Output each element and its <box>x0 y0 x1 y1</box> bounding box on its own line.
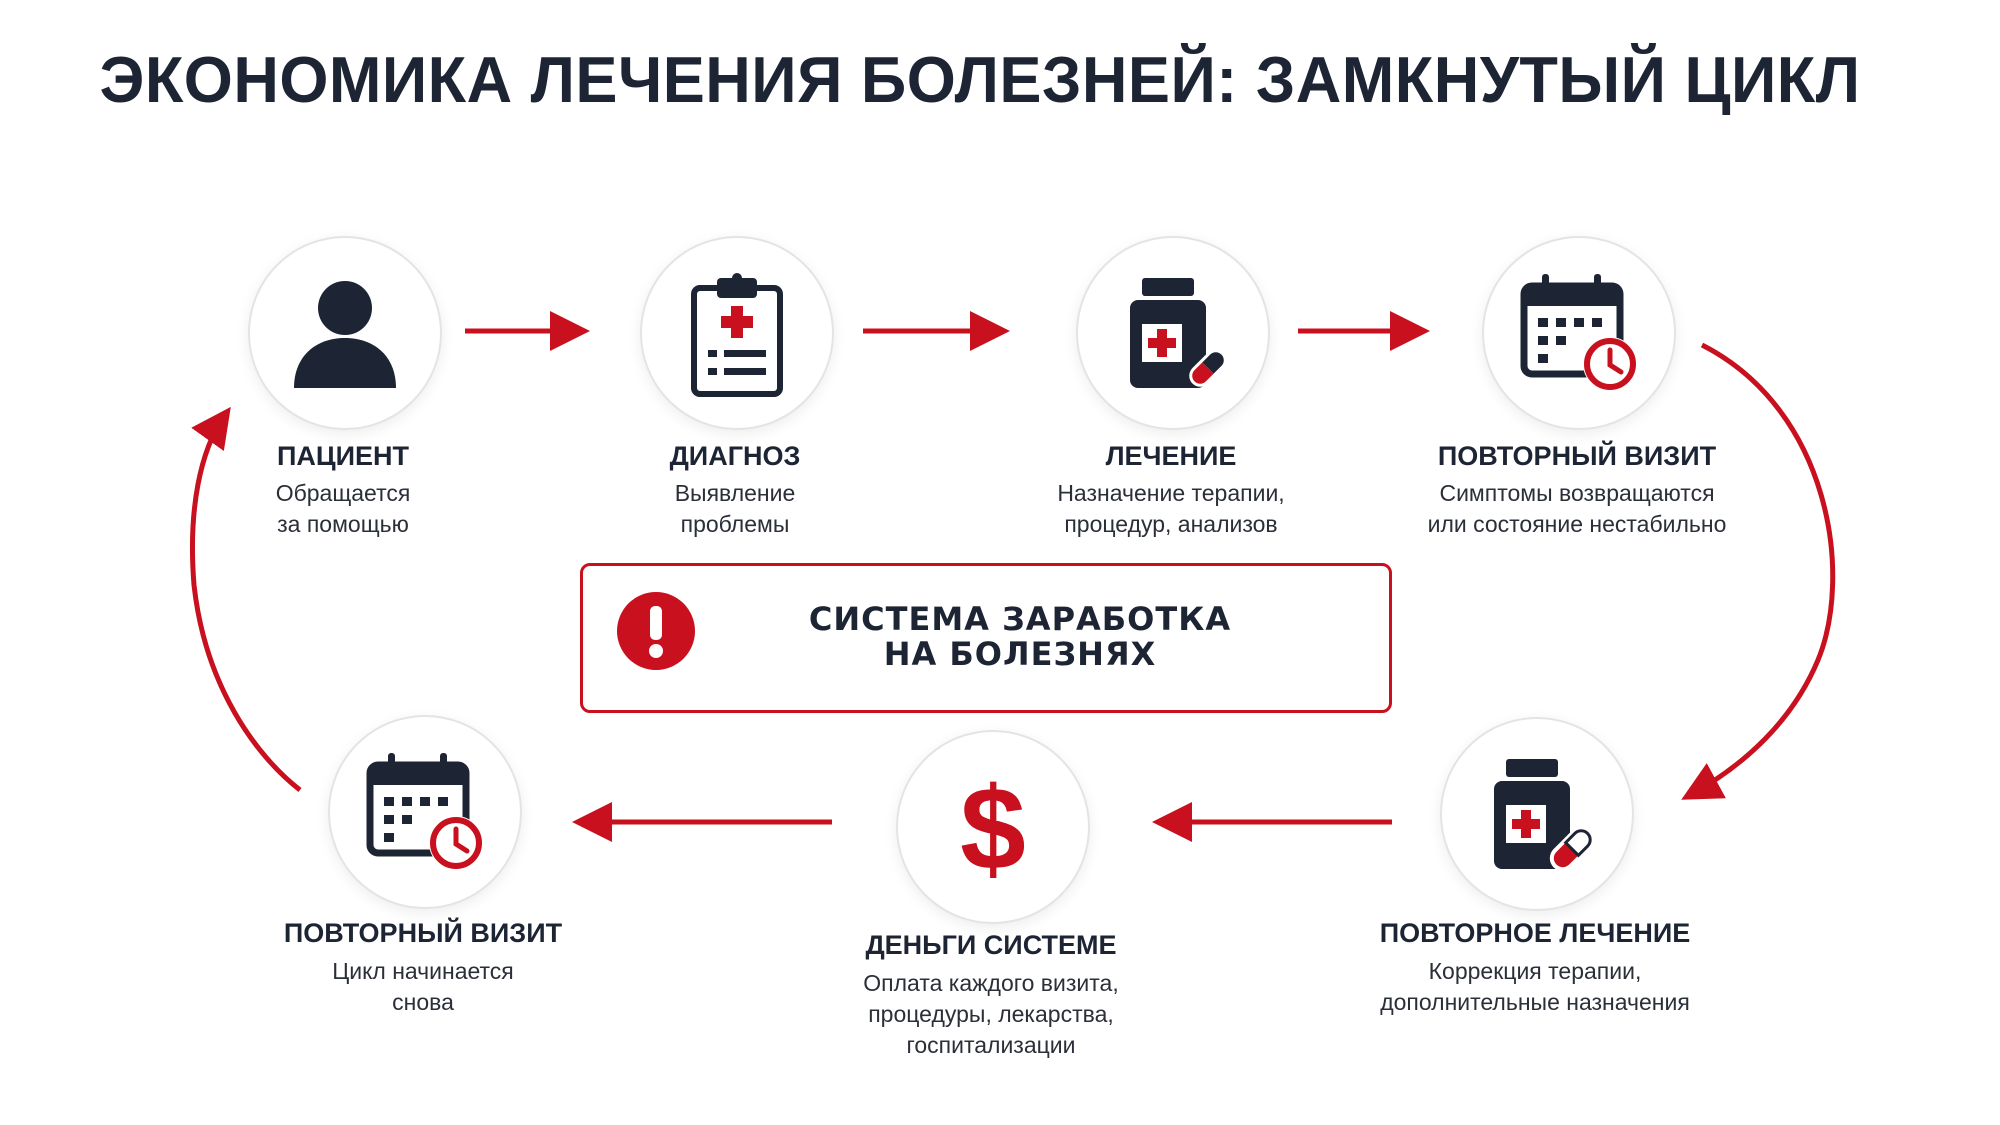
step-title: ПОВТОРНОЕ ЛЕЧЕНИЕ <box>1379 918 1691 948</box>
step-description-line: за помощью <box>277 511 409 537</box>
step-description-line: Цикл начинается <box>332 958 514 984</box>
step-description-line: процедуры, лекарства, <box>868 1001 1114 1027</box>
step-title: ДЕНЬГИ СИСТЕМЕ <box>865 930 1117 960</box>
exclamation-icon <box>617 592 695 670</box>
step-description-line: Назначение терапии, <box>1057 480 1285 506</box>
page-title: ЭКОНОМИКА ЛЕЧЕНИЯ БОЛЕЗНЕЙ: ЗАМКНУТЫЙ ЦИ… <box>99 43 1861 116</box>
step-money-circle: $ <box>896 730 1090 924</box>
calendar-clock-icon <box>1520 274 1637 391</box>
medicine-bottle-icon <box>1130 278 1227 388</box>
step-diagnosis-circle <box>640 236 834 430</box>
arrow-revisit-to-retreatment <box>1681 342 1836 800</box>
step-title: ПАЦИЕНТ <box>276 441 410 471</box>
step-description: Симптомы возвращаются или состояние нест… <box>1412 478 1742 540</box>
step-description-line: Выявление <box>674 480 796 506</box>
step-revisit-circle <box>1482 236 1676 430</box>
step-patient-circle <box>248 236 442 430</box>
step-description: Обращается за помощью <box>223 478 463 540</box>
center-callout-text: СИСТЕМА ЗАРАБОТКА НА БОЛЕЗНЯХ <box>750 602 1290 672</box>
medicine-bottle-icon <box>1494 759 1595 872</box>
step-title: ПОВТОРНЫЙ ВИЗИТ <box>283 918 563 948</box>
dollar-icon: $ <box>960 763 1026 892</box>
step-description: Назначение терапии, процедур, анализов <box>1016 478 1326 540</box>
center-callout-line: НА БОЛЕЗНЯХ <box>883 635 1157 673</box>
step-retreatment-circle <box>1440 717 1634 911</box>
step-description: Выявление проблемы <box>615 478 855 540</box>
step-description-line: процедур, анализов <box>1064 511 1278 537</box>
arrow-revisit-to-patient <box>190 406 302 792</box>
step-treatment-circle <box>1076 236 1270 430</box>
step-description: Оплата каждого визита, процедуры, лекарс… <box>826 968 1156 1061</box>
center-callout-line: СИСТЕМА ЗАРАБОТКА <box>808 600 1232 638</box>
clipboard-icon <box>691 273 783 397</box>
step-description-line: Коррекция терапии, <box>1428 958 1642 984</box>
step-description-line: госпитализации <box>906 1032 1076 1058</box>
step-description: Цикл начинается снова <box>258 956 588 1018</box>
user-icon <box>294 281 396 388</box>
step-description-line: Симптомы возвращаются <box>1439 480 1715 506</box>
step-cycle-revisit-circle <box>328 715 522 909</box>
step-description-line: Обращается <box>275 480 411 506</box>
step-description-line: Оплата каждого визита, <box>863 970 1119 996</box>
calendar-clock-icon <box>366 753 483 870</box>
center-callout-box <box>580 563 1392 713</box>
step-title: ЛЕЧЕНИЕ <box>1105 441 1237 471</box>
step-description-line: проблемы <box>680 511 790 537</box>
step-title: ПОВТОРНЫЙ ВИЗИТ <box>1437 441 1717 471</box>
step-description-line: или состояние нестабильно <box>1427 511 1727 537</box>
step-description: Коррекция терапии, дополнительные назнач… <box>1365 956 1705 1018</box>
step-description-line: дополнительные назначения <box>1380 989 1690 1015</box>
svg-text:$: $ <box>960 763 1026 892</box>
step-description-line: снова <box>392 989 454 1015</box>
step-title: ДИАГНОЗ <box>669 441 801 471</box>
